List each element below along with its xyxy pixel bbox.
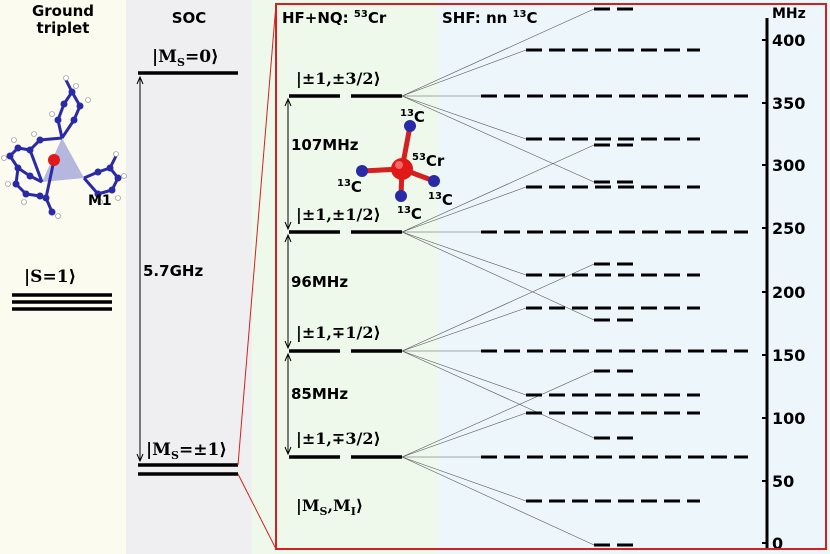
connector-line-1-4	[401, 95, 527, 140]
inset-cr-label: 53Cr	[412, 152, 445, 170]
connector-line-1-2	[401, 49, 527, 97]
connector-line-2-2	[401, 186, 527, 233]
connector-line-4-2	[401, 412, 527, 458]
hf-gap-label-1: 107MHz	[291, 136, 359, 154]
hf-title: HF+NQ: 53Cr	[282, 9, 387, 27]
axis-tick-label-0: 0	[772, 534, 783, 553]
axis-tick-label-300: 300	[772, 156, 805, 175]
shf-title: SHF: nn 13C	[442, 9, 538, 27]
cr-c-cluster-image	[356, 120, 440, 202]
mhz-axis-ticks: 400 350 300 250 200 150 100 50 0	[762, 31, 805, 553]
zoom-line-top	[237, 3, 277, 466]
axis-tick-label-100: 100	[772, 409, 805, 428]
mhz-axis-unit: MHz	[772, 6, 806, 22]
soc-gap-label: 5.7GHz	[143, 262, 203, 280]
connector-line-4-5	[401, 456, 595, 546]
inset-c-label-left: 13C	[337, 178, 362, 196]
connector-line-4-1	[401, 370, 595, 458]
hf-state-label-4: |±1,∓3/2⟩	[296, 429, 381, 448]
hf-shf-connector-lines	[401, 8, 595, 546]
axis-tick-label-50: 50	[772, 472, 794, 491]
axis-tick-label-250: 250	[772, 219, 805, 238]
inset-c-label-bottom: 13C	[397, 205, 422, 223]
connector-line-2-4	[401, 231, 527, 276]
hf-levels	[289, 94, 402, 459]
zoom-line-bottom	[237, 473, 277, 550]
hf-basis-label: |MS,MI⟩	[296, 496, 363, 518]
connector-line-4-4	[401, 456, 527, 502]
connector-line-2-5	[401, 231, 595, 321]
ground-state-label: |S=1⟩	[24, 267, 76, 287]
connector-line-3-1	[401, 263, 595, 352]
connector-line-1-5	[401, 95, 595, 183]
hf-state-label-1: |±1,±3/2⟩	[296, 69, 381, 88]
ground-title-line2: triplet	[37, 19, 90, 37]
soc-gap-arrow	[136, 75, 144, 463]
connector-line-3-4	[401, 350, 527, 396]
axis-tick-label-400: 400	[772, 31, 805, 50]
inset-c-label-right: 13C	[428, 191, 453, 209]
ground-triplet-levels	[12, 293, 112, 311]
hf-gap-arrows	[284, 97, 292, 456]
hf-state-label-2: |±1,±1/2⟩	[296, 205, 381, 224]
molecule-label: M1	[88, 193, 112, 209]
shf-levels	[481, 7, 748, 547]
connector-line-3-5	[401, 350, 595, 439]
axis-tick-label-200: 200	[772, 283, 805, 302]
connector-line-3-2	[401, 307, 527, 352]
soc-title: SOC	[172, 9, 207, 27]
soc-top-state: |MS=0⟩	[152, 47, 219, 69]
zoom-frame	[275, 3, 827, 550]
hf-gap-label-3: 85MHz	[291, 385, 348, 403]
soc-bottom-state: |MS=±1⟩	[146, 440, 227, 462]
connector-line-1-1	[401, 8, 595, 97]
axis-tick-label-350: 350	[772, 94, 805, 113]
molecule-m1-image	[1, 75, 127, 219]
hf-state-label-3: |±1,∓1/2⟩	[296, 323, 381, 342]
connector-line-2-1	[401, 144, 595, 233]
ground-title-line1: Ground	[32, 2, 94, 20]
hf-gap-label-2: 96MHz	[291, 273, 348, 291]
inset-c-label-top: 13C	[400, 108, 425, 126]
axis-tick-label-150: 150	[772, 346, 805, 365]
